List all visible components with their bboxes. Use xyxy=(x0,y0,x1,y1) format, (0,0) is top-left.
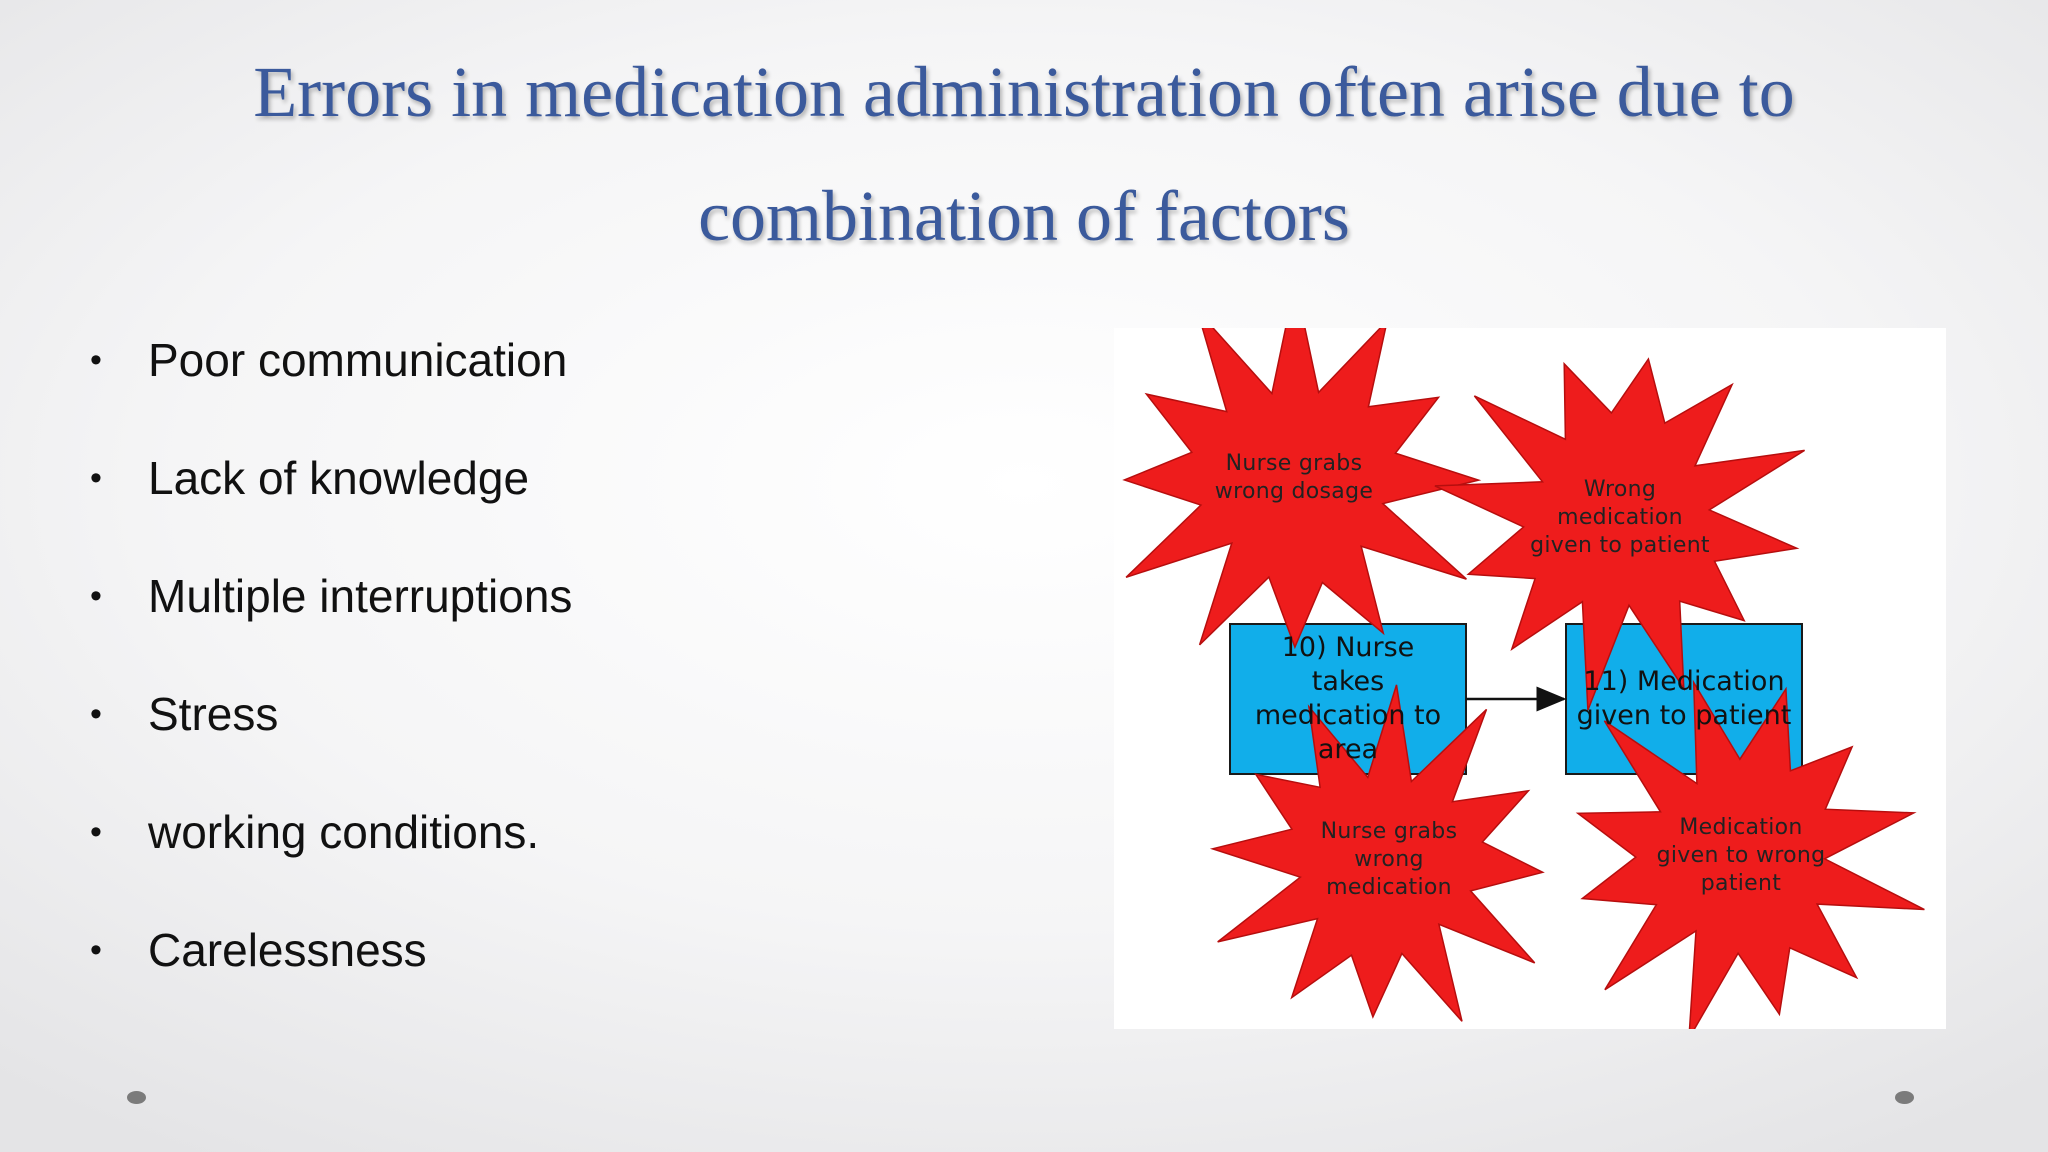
star-label: Nurse grabs wrong dosage xyxy=(1214,451,1374,504)
error-star-wrong-dosage xyxy=(1122,328,1482,650)
star-label: Wrong medication given to patient xyxy=(1530,477,1710,558)
slide-title-line-2: combination of factors xyxy=(698,176,1350,256)
process-box-nurse-takes-medication xyxy=(1229,623,1467,775)
slide-decoration-dot-left xyxy=(127,1091,146,1104)
bullet-list: Poor communication Lack of knowledge Mul… xyxy=(90,320,572,1028)
bullet-item: working conditions. xyxy=(90,792,572,910)
slide-title-line-1: Errors in medication administration ofte… xyxy=(253,52,1795,132)
error-star-wrong-medication-given xyxy=(1434,357,1805,711)
diagram-canvas xyxy=(1122,328,1925,1029)
process-diagram: 10) Nurse takes medication to area 11) M… xyxy=(1114,328,1946,1029)
slide-decoration-dot-right xyxy=(1895,1091,1914,1104)
process-box-label: 11) Medication given to patient xyxy=(1576,666,1792,731)
star-label: Nurse grabs wrong medication xyxy=(1320,819,1458,900)
process-box-label: 10) Nurse takes medication to area xyxy=(1254,632,1442,765)
error-star-wrong-patient xyxy=(1575,679,1925,1029)
slide-title: Errors in medication administration ofte… xyxy=(0,30,2048,278)
bullet-item: Poor communication xyxy=(90,320,572,438)
bullet-item: Stress xyxy=(90,674,572,792)
star-label: Medication given to wrong patient xyxy=(1656,815,1826,896)
bullet-item: Lack of knowledge xyxy=(90,438,572,556)
error-star-wrong-medication-grabbed xyxy=(1209,684,1545,1022)
bullet-item: Carelessness xyxy=(90,910,572,1028)
bullet-item: Multiple interruptions xyxy=(90,556,572,674)
